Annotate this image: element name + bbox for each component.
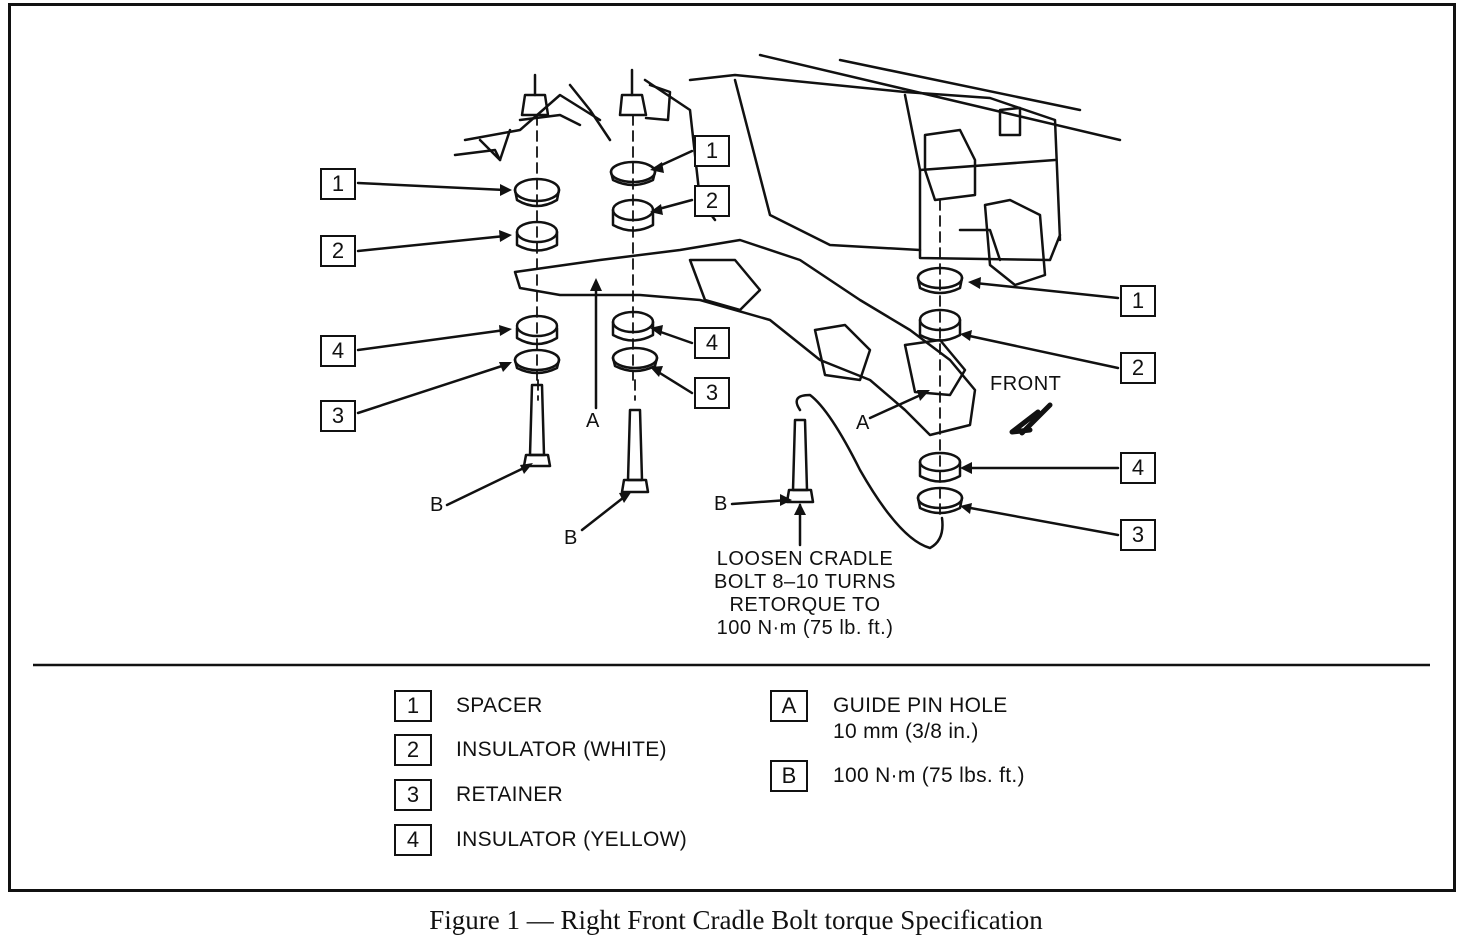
stud-left xyxy=(520,93,550,117)
legend-key-1: 1 xyxy=(394,690,432,722)
left-panel xyxy=(463,93,602,142)
bolt-right xyxy=(791,418,809,492)
front-label: FRONT xyxy=(990,373,1062,395)
callout-spacer-right: 1 xyxy=(1120,285,1156,317)
legend-text-3: RETAINER xyxy=(456,783,564,806)
callout-insulator-yellow-left: 4 xyxy=(320,335,356,367)
figure-frame xyxy=(8,3,1456,892)
callout-insulator-white-left: 2 xyxy=(320,235,356,267)
callout-retainer-mid: 3 xyxy=(694,377,730,409)
legend-key-b: B xyxy=(770,760,808,792)
note-line-1: LOOSEN CRADLE xyxy=(716,548,894,570)
callout-retainer-right: 3 xyxy=(1120,519,1156,551)
callout-insulator-yellow-mid: 4 xyxy=(694,327,730,359)
note-line-2: BOLT 8–10 TURNS xyxy=(713,571,897,593)
figure-caption: Figure 1 — Right Front Cradle Bolt torqu… xyxy=(429,905,1043,935)
legend-subtext-a: 10 mm (3/8 in.) xyxy=(833,720,979,743)
callout-spacer-mid: 1 xyxy=(694,135,730,167)
stack-mid xyxy=(609,160,659,494)
legend-text-a: GUIDE PIN HOLE xyxy=(833,694,1008,717)
stack-left xyxy=(513,177,561,468)
legend-key-2: 2 xyxy=(394,734,432,766)
loosen-note: LOOSEN CRADLE BOLT 8–10 TURNS RETORQUE T… xyxy=(690,548,920,640)
body-rail xyxy=(688,73,1062,242)
callout-insulator-white-right: 2 xyxy=(1120,352,1156,384)
callout-insulator-white-mid: 2 xyxy=(694,185,730,217)
front-arrow xyxy=(1009,402,1053,436)
legend-key-4: 4 xyxy=(394,824,432,856)
stud-mid xyxy=(618,93,648,117)
legend-text-2: INSULATOR (WHITE) xyxy=(456,738,667,761)
legend-text-b: 100 N·m (75 lbs. ft.) xyxy=(833,764,1025,787)
legend-key-3: 3 xyxy=(394,779,432,811)
legend-key-a: A xyxy=(770,690,808,722)
body-front-block xyxy=(903,93,1062,262)
note-line-3: RETORQUE TO xyxy=(729,594,881,616)
stack-right xyxy=(916,266,964,515)
legend-text-4: INSULATOR (YELLOW) xyxy=(456,828,687,851)
note-line-4: 100 N·m (75 lb. ft.) xyxy=(716,617,894,639)
label-a-left: A xyxy=(586,410,600,432)
label-b-right: B xyxy=(714,493,728,515)
legend-text-1: SPACER xyxy=(456,694,543,717)
callout-insulator-yellow-right: 4 xyxy=(1120,452,1156,484)
cradle-crossmember xyxy=(513,238,977,437)
label-a-right: A xyxy=(856,412,870,434)
label-b-left: B xyxy=(430,494,444,516)
body-rail-lower xyxy=(733,78,922,252)
callout-spacer-left: 1 xyxy=(320,168,356,200)
label-b-mid: B xyxy=(564,527,578,549)
callout-retainer-left: 3 xyxy=(320,400,356,432)
